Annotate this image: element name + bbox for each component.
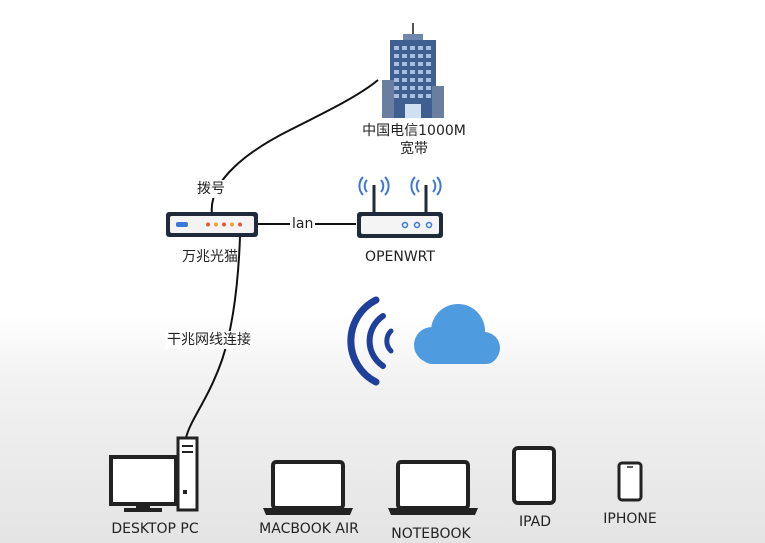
wifi-waves-icon (347, 296, 394, 386)
desktop-pc-icon (109, 436, 199, 512)
macbook-air-label: MACBOOK AIR (259, 521, 359, 537)
router-label: OPENWRT (365, 249, 435, 265)
modem-label: 万兆光猫 (182, 249, 238, 265)
modem-icon (166, 212, 258, 237)
dial-edge-label: 拨号 (195, 180, 227, 198)
desktop-pc-label: DESKTOP PC (111, 521, 199, 537)
notebook-label: NOTEBOOK (391, 526, 471, 542)
isp-label-line1: 中国电信1000M (362, 123, 466, 139)
dial-line (210, 79, 379, 215)
isp-label: 中国电信1000M 宽带 (362, 122, 466, 158)
cloud-icon (414, 304, 500, 364)
notebook-icon (388, 460, 478, 515)
ipad-icon (512, 446, 556, 505)
iphone-icon (617, 461, 643, 502)
gigabit-edge-label: 干兆网线连接 (165, 331, 253, 349)
isp-building-icon (382, 23, 444, 118)
iphone-label: IPHONE (603, 511, 657, 527)
router-icon (357, 176, 443, 238)
isp-label-line2: 宽带 (400, 141, 428, 157)
macbook-air-icon (263, 460, 353, 515)
gigabit-line (185, 236, 241, 439)
lan-edge-label: lan (290, 215, 316, 233)
ipad-label: IPAD (518, 514, 552, 530)
